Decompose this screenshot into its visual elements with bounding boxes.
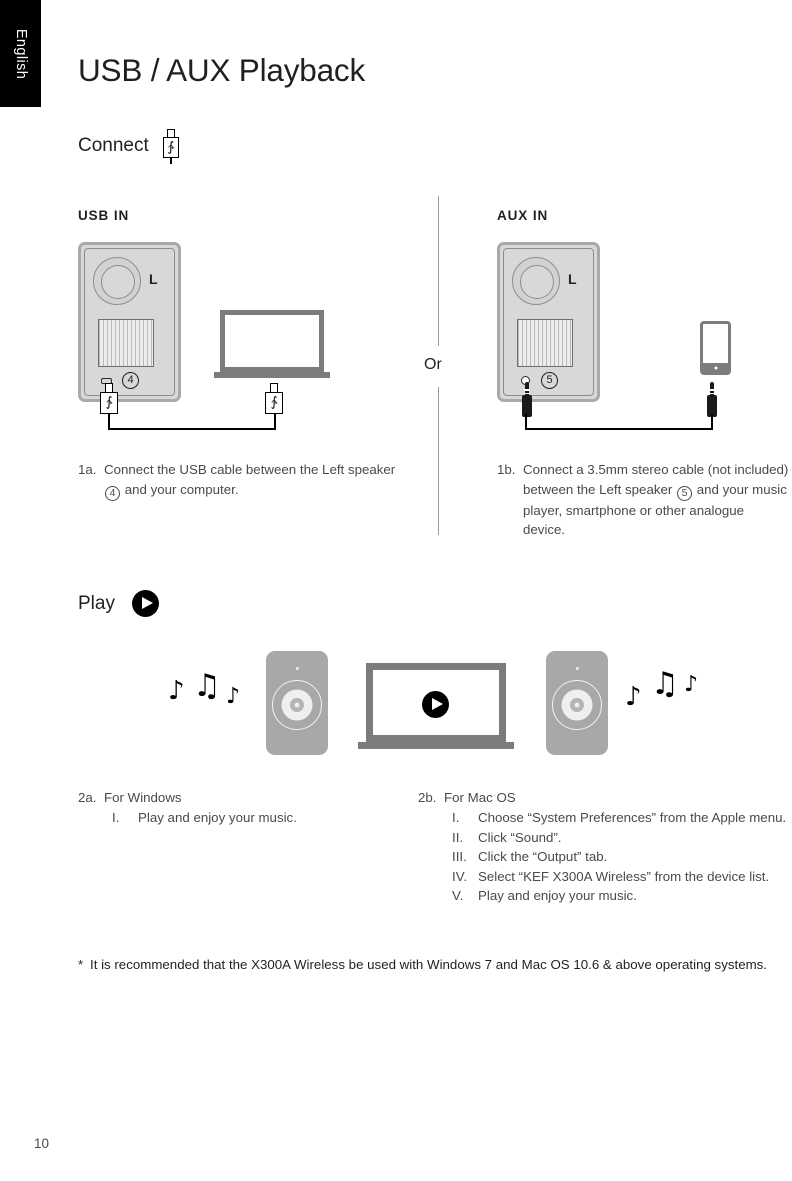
substep-numeral: I. bbox=[112, 810, 120, 825]
music-note-icon-5: ♫ bbox=[651, 666, 679, 702]
play-speaker-right bbox=[546, 651, 608, 755]
footnote-marker: * bbox=[78, 957, 84, 972]
step-1a-text-before: Connect the USB cable between the Left s… bbox=[104, 462, 396, 477]
language-tab: English bbox=[0, 0, 41, 107]
step-2b-number: 2b. bbox=[418, 790, 437, 805]
step-1b-circled-number: 5 bbox=[677, 485, 693, 501]
music-note-icon-4: ♪ bbox=[625, 682, 642, 712]
speaker-channel-label-aux: L bbox=[568, 271, 577, 287]
speaker-dome-icon-right bbox=[570, 698, 584, 713]
music-note-icon-1: ♪ bbox=[168, 676, 185, 706]
footnote: * It is recommended that the X300A Wirel… bbox=[78, 955, 792, 975]
substep-text: Play and enjoy your music. bbox=[138, 810, 297, 825]
aux-speaker-graphic: L 5 bbox=[497, 242, 600, 402]
step-1b-text-after: and your music player, smartphone or oth… bbox=[523, 481, 787, 538]
usb-port-callout-number: 4 bbox=[122, 372, 139, 389]
list-item: V. Play and enjoy your music. bbox=[444, 886, 792, 906]
aux-cable-right-leg bbox=[711, 414, 713, 430]
music-note-icon-3: ♪ bbox=[226, 684, 241, 709]
usb-cable-left-leg bbox=[108, 414, 110, 430]
play-speaker-left bbox=[266, 651, 328, 755]
substep-text: Select “KEF X300A Wireless” from the dev… bbox=[478, 868, 770, 884]
step-2b-title: For Mac OS bbox=[444, 790, 516, 805]
usb-cable-right-leg bbox=[274, 414, 276, 430]
substep-text: Click “Sound”. bbox=[478, 829, 562, 845]
page-title: USB / AUX Playback bbox=[78, 52, 366, 88]
step-2a: 2a. For Windows bbox=[78, 788, 378, 808]
substep-numeral: IV. bbox=[452, 868, 468, 884]
speaker-grille-aux bbox=[517, 319, 573, 367]
speaker-driver-icon-aux bbox=[512, 257, 560, 305]
mac-substeps: I. Choose “System Preferences” from the … bbox=[444, 808, 792, 906]
aux-port-callout-number: 5 bbox=[541, 372, 558, 389]
aux-in-section-label: AUX IN bbox=[497, 208, 549, 223]
or-divider-label: Or bbox=[424, 356, 442, 373]
speaker-dome-icon bbox=[290, 698, 304, 713]
usb-plug-icon: ∱ bbox=[161, 128, 181, 164]
step-1a: 1a. Connect the USB cable between the Le… bbox=[78, 460, 408, 501]
substep-text: Choose “System Preferences” from the App… bbox=[478, 810, 787, 825]
windows-substeps: I. Play and enjoy your music. bbox=[104, 808, 404, 828]
music-note-icon-2: ♫ bbox=[193, 668, 221, 704]
step-1a-circled-number: 4 bbox=[105, 485, 120, 501]
list-item: III. Click the “Output” tab. bbox=[444, 847, 792, 867]
usb-in-section-label: USB IN bbox=[78, 208, 130, 223]
section-divider-bottom bbox=[438, 387, 439, 535]
language-tab-label: English bbox=[12, 28, 29, 79]
aux-cable-run bbox=[525, 428, 713, 430]
step-1b-text-before: Connect a 3.5mm stereo cable (not includ… bbox=[523, 462, 789, 497]
list-item: II. Click “Sound”. bbox=[444, 828, 792, 848]
music-note-icon-6: ♪ bbox=[684, 672, 699, 697]
usb-speaker-graphic: L 4 bbox=[78, 242, 181, 402]
music-notes-left: ♪ ♫ ♪ bbox=[168, 660, 258, 730]
speaker-driver-icon bbox=[93, 257, 141, 305]
substep-numeral: V. bbox=[452, 888, 464, 903]
play-label: Play bbox=[78, 592, 115, 614]
step-1a-text-after: and your computer. bbox=[121, 481, 239, 497]
music-notes-right: ♪ ♫ ♪ bbox=[625, 660, 715, 730]
smartphone-graphic bbox=[700, 321, 731, 375]
usb-plug-computer-end: ∱ bbox=[265, 383, 283, 425]
usb-cable-run bbox=[108, 428, 276, 430]
section-divider-top bbox=[438, 196, 439, 346]
connect-heading: Connect ∱ bbox=[78, 128, 181, 164]
list-item: I. Play and enjoy your music. bbox=[104, 808, 404, 828]
aux-plug-device-end bbox=[706, 382, 718, 424]
aux-cable-left-leg bbox=[525, 414, 527, 430]
phone-home-button-icon bbox=[703, 363, 728, 372]
play-button-icon bbox=[131, 590, 159, 617]
step-1b: 1b. Connect a 3.5mm stereo cable (not in… bbox=[497, 460, 789, 540]
laptop-screen-play-icon bbox=[422, 691, 449, 718]
speaker-grille bbox=[98, 319, 154, 367]
connect-label: Connect bbox=[78, 135, 149, 156]
list-item: I. Choose “System Preferences” from the … bbox=[444, 808, 792, 828]
play-heading: Play bbox=[78, 590, 159, 617]
list-item: IV. Select “KEF X300A Wireless” from the… bbox=[444, 867, 792, 887]
usb-plug-speaker-end: ∱ bbox=[100, 383, 118, 425]
substep-text: Play and enjoy your music. bbox=[478, 888, 637, 903]
substep-numeral: II. bbox=[452, 829, 464, 845]
step-2a-title: For Windows bbox=[104, 790, 182, 805]
step-2b: 2b. For Mac OS bbox=[418, 788, 788, 808]
page-number: 10 bbox=[34, 1136, 50, 1151]
substep-numeral: III. bbox=[452, 849, 467, 864]
footnote-text: It is recommended that the X300A Wireles… bbox=[90, 957, 768, 972]
step-2a-number: 2a. bbox=[78, 790, 97, 805]
substep-numeral: I. bbox=[452, 810, 460, 825]
step-1a-number: 1a. bbox=[78, 462, 97, 477]
step-1b-number: 1b. bbox=[497, 462, 516, 477]
substep-text: Click the “Output” tab. bbox=[478, 849, 608, 864]
aux-plug-speaker-end bbox=[521, 382, 533, 424]
speaker-channel-label: L bbox=[149, 271, 158, 287]
